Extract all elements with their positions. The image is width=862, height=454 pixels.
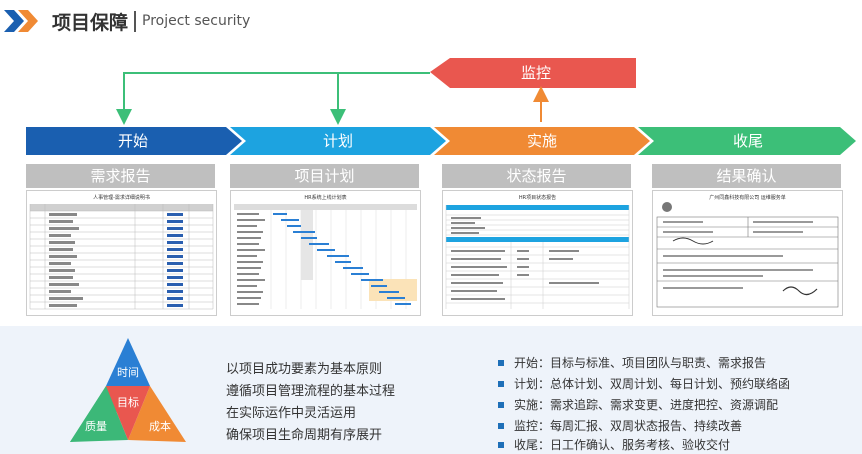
gantt-chart-graphic (234, 204, 417, 309)
phase-implement (434, 127, 650, 155)
section-label-requirements: 需求报告 (26, 164, 215, 188)
bullet-square-icon (498, 422, 504, 429)
bullet-item-start: 开始：目标与标准、项目团队与职责、需求报告 (498, 354, 766, 371)
section-label-status: 状态报告 (442, 164, 631, 188)
bullet-square-icon (498, 359, 504, 366)
bullet-item-monitor: 监控：每周汇报、双周状态报告、持续改善 (498, 417, 742, 434)
bullet-text: 开始：目标与标准、项目团队与职责、需求报告 (514, 356, 767, 370)
requirements-doc-title: 人事管理-需求详细说明书 (93, 195, 150, 201)
result-doc-title: 广州同鑫科技有限公司 运维服务单 (709, 195, 786, 201)
status-report-graphic (445, 205, 630, 309)
feedback-line-start (116, 72, 430, 125)
triangle-label-goal: 目标 (117, 395, 139, 409)
result-document-thumbnail: 广州同鑫科技有限公司 运维服务单 (652, 190, 843, 316)
requirements-table-graphic (29, 204, 214, 310)
status-document-thumbnail: HR项目状态报告 (442, 190, 633, 316)
triangle-right-cost (128, 386, 186, 442)
bullet-text: 计划：总体计划、双周计划、每日计划、预约联络函 (514, 377, 791, 391)
phase-close-label: 收尾 (733, 132, 763, 150)
triangle-left-quality-b (70, 386, 128, 442)
phase-implement-label: 实施 (527, 132, 557, 150)
principle-line: 以项目成功要素为基本原则 (226, 362, 383, 377)
bullet-item-close: 收尾：日工作确认、服务考核、验收交付 (498, 436, 730, 453)
monitor-banner (430, 58, 636, 88)
phase-plan-label: 计划 (323, 132, 353, 150)
phase-start (26, 127, 242, 155)
principle-line: 遵循项目管理流程的基本过程 (226, 384, 396, 399)
section-label-result: 结果确认 (652, 164, 841, 188)
phase-plan (230, 127, 446, 155)
chevron-logo-icon (4, 10, 38, 32)
section-label-plan: 项目计划 (230, 164, 419, 188)
service-form-graphic (656, 202, 839, 308)
bullet-item-implement: 实施：需求追踪、需求变更、进度把控、资源调配 (498, 396, 778, 413)
requirements-document-thumbnail: 人事管理-需求详细说明书 (26, 190, 217, 316)
page-title: 项目保障 (52, 12, 129, 34)
bullet-square-icon (498, 441, 504, 448)
triangle-center-goal (106, 386, 150, 440)
principle-line: 在实际运作中灵活运用 (226, 406, 357, 421)
triangle-label-quality: 质量 (85, 420, 107, 433)
bullet-text: 收尾：日工作确认、服务考核、验收交付 (514, 438, 731, 452)
status-doc-title: HR项目状态报告 (518, 195, 557, 201)
bullet-text: 监控：每周汇报、双周状态报告、持续改善 (514, 419, 743, 433)
project-triangle-diagram: 时间 目标 质量 成本 (70, 338, 186, 442)
title-divider (134, 11, 136, 32)
monitor-label: 监控 (521, 64, 551, 82)
phase-close (638, 127, 856, 155)
page-subtitle: Project security (142, 13, 251, 29)
bullet-item-plan: 计划：总体计划、双周计划、每日计划、预约联络函 (498, 375, 790, 392)
plan-document-thumbnail: HR系统上线计划表 (230, 190, 421, 316)
process-diagram: 监控 开始 计划 实施 收尾 (26, 58, 856, 155)
bullet-square-icon (498, 380, 504, 387)
bullet-square-icon (498, 401, 504, 408)
bullet-text: 实施：需求追踪、需求变更、进度把控、资源调配 (514, 398, 779, 412)
triangle-label-cost: 成本 (149, 419, 171, 433)
triangle-label-time: 时间 (117, 366, 139, 379)
phase-start-label: 开始 (118, 132, 148, 150)
triangle-top-time (106, 338, 150, 386)
plan-doc-title: HR系统上线计划表 (304, 195, 347, 201)
principle-line: 确保项目生命周期有序展开 (226, 428, 383, 443)
